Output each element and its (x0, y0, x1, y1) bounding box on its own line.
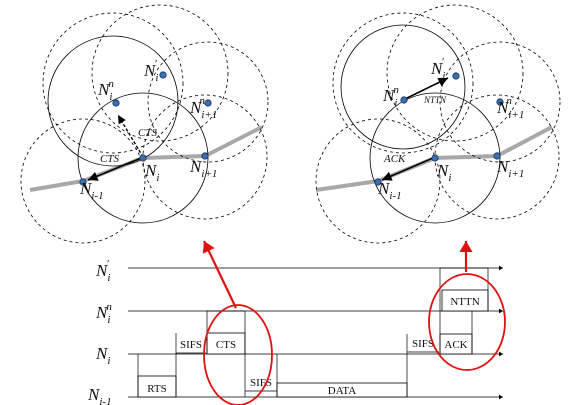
frame-sifs1: SIFS (176, 339, 206, 354)
svg-text:SIFS: SIFS (250, 377, 272, 389)
svg-text:DATA: DATA (328, 385, 357, 397)
right-scenario: Ni′ Nin Ni+1n Ni+1 Ni Ni-1 NTTN ACK (315, 4, 561, 244)
svg-text:SIFS: SIFS (180, 339, 202, 351)
nodes (374, 72, 504, 186)
node-label-n-n: Nin (382, 84, 399, 109)
node-label-n-prime: Ni′ (143, 58, 158, 84)
svg-text:ACK: ACK (444, 339, 467, 351)
pointer-arrow-left (202, 240, 237, 309)
row-label-n-prime: Ni′ (95, 258, 110, 284)
row-label-prev: Ni-1 (87, 385, 112, 405)
highlight-ellipse-left (203, 304, 273, 405)
frame-cts: CTS (206, 332, 246, 355)
node-label-n-n: Nin (97, 78, 114, 103)
row-label-n-n: Nin (95, 301, 112, 326)
svg-text:SIFS: SIFS (412, 338, 434, 350)
frame-data: DATA (276, 382, 408, 398)
node-label-prev: Ni-1 (377, 179, 402, 202)
frame-nttn: NTTN (441, 289, 489, 312)
frame-ack: ACK (439, 333, 473, 355)
frame-sifs3: SIFS (407, 338, 439, 353)
highlight-ellipse-right (428, 273, 506, 371)
edge-label-cts-left: CTS (100, 153, 119, 165)
edge-label-ack: ACK (383, 153, 406, 165)
svg-text:RTS: RTS (147, 383, 167, 395)
cts-arrow-left (87, 157, 142, 181)
node-label-next: Ni+1 (496, 157, 524, 180)
node-label-next: Ni+1 (189, 157, 217, 180)
time-axes (128, 265, 503, 400)
node-label-cur: Ni (436, 161, 451, 184)
range-circles (315, 4, 561, 244)
svg-text:CTS: CTS (216, 339, 236, 351)
node-label-prev: Ni-1 (79, 179, 104, 202)
ack-arrow (381, 157, 434, 181)
edge-label-nttn: NTTN (423, 95, 447, 105)
nttn-arrow (404, 77, 449, 100)
frame-sifs2: SIFS (245, 377, 277, 392)
row-label-cur: Ni (95, 344, 110, 367)
frame-rts: RTS (137, 375, 177, 398)
node-label-cur: Ni (144, 161, 159, 184)
left-scenario: Ni′ Nin Ni+1n Ni+1 Ni Ni-1 CTS CTS (20, 4, 269, 244)
timing-lines (137, 268, 489, 397)
edge-label-cts-up: CTS (138, 127, 157, 139)
timeline: Ni′ Nin Ni Ni-1 RTS SIFS CTS SIFS (87, 258, 506, 405)
nodes (79, 71, 212, 186)
node-label-n-prime: Ni′ (430, 56, 445, 82)
cts-arrow-up (117, 114, 144, 158)
svg-text:NTTN: NTTN (450, 296, 479, 308)
timing-ticks (207, 267, 488, 312)
range-circles (20, 4, 269, 244)
node-label-next-n: Ni+1n (189, 95, 217, 121)
node-label-next-n: Ni+1n (496, 95, 524, 121)
